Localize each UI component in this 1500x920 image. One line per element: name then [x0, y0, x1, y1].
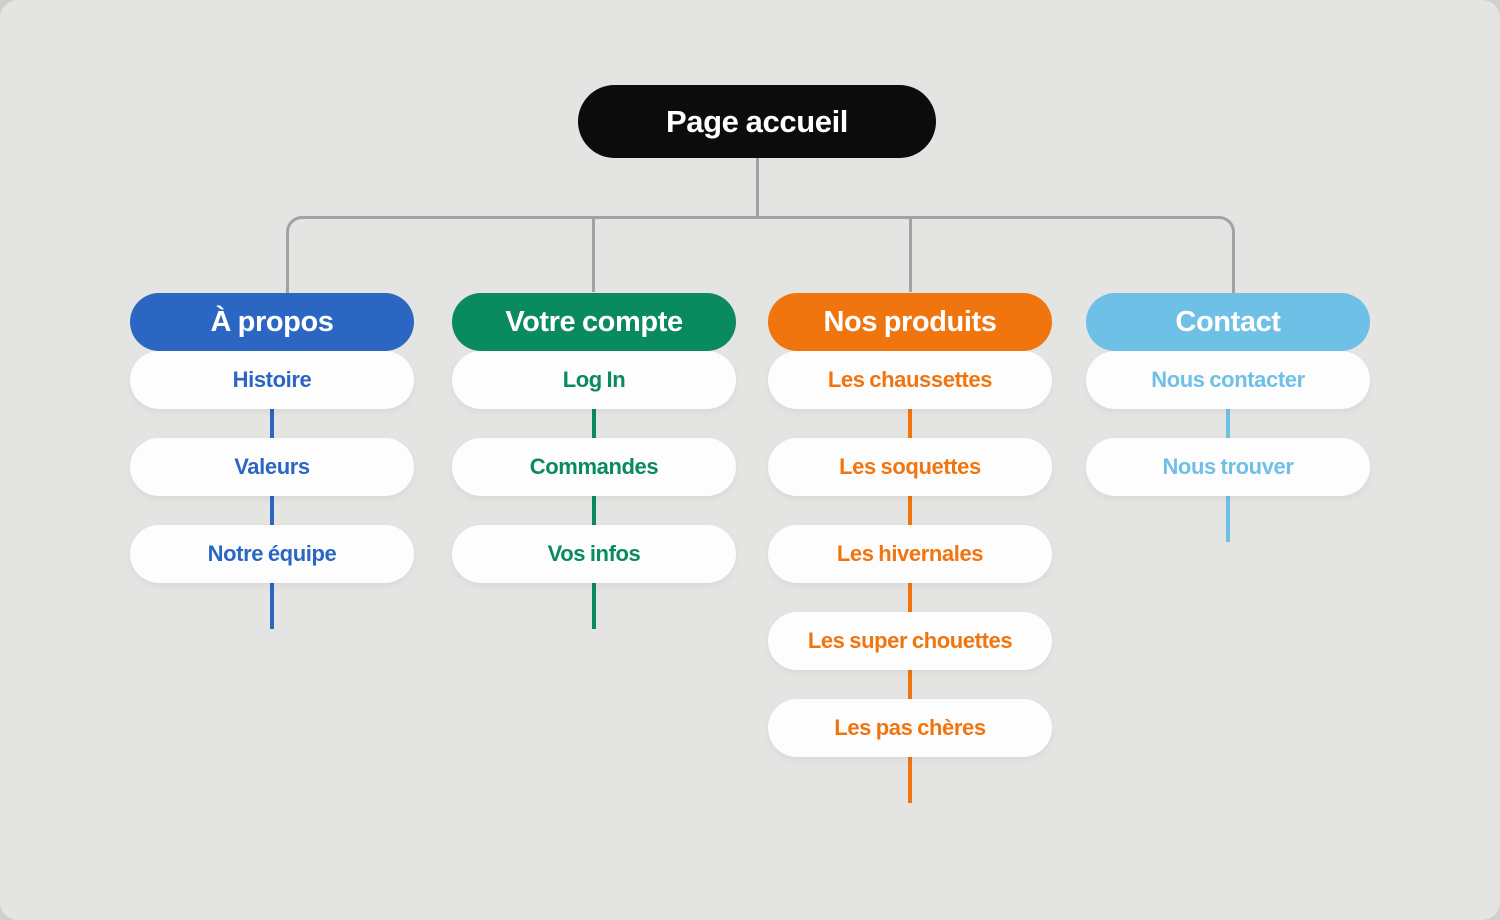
child-node-label: Les chaussettes [827, 367, 993, 392]
child-node-notre-equipe[interactable]: Notre équipe [130, 525, 414, 583]
child-node-valeurs[interactable]: Valeurs [130, 438, 414, 496]
root-node-page-accueil[interactable]: Page accueil [578, 85, 936, 158]
connector-drop-votre-compte [592, 216, 595, 292]
child-node-label: Les soquettes [839, 454, 981, 479]
child-node-les-chaussettes[interactable]: Les chaussettes [768, 351, 1052, 409]
child-node-label: Les pas chères [834, 715, 986, 740]
connector-horizontal-bar [286, 216, 1235, 295]
branch-node-a-propos[interactable]: À propos [130, 293, 414, 351]
branch-node-label: Nos produits [823, 305, 997, 338]
child-node-les-super-chouettes[interactable]: Les super chouettes [768, 612, 1052, 670]
branch-line-contact [1226, 322, 1230, 542]
child-node-nous-contacter[interactable]: Nous contacter [1086, 351, 1370, 409]
branch-node-label: Votre compte [505, 305, 683, 338]
child-node-histoire[interactable]: Histoire [130, 351, 414, 409]
child-node-log-in[interactable]: Log In [452, 351, 736, 409]
child-node-label: Vos infos [547, 541, 641, 566]
branch-node-contact[interactable]: Contact [1086, 293, 1370, 351]
root-node-label: Page accueil [665, 103, 849, 139]
child-node-commandes[interactable]: Commandes [452, 438, 736, 496]
child-node-label: Les hivernales [836, 541, 984, 566]
branch-node-votre-compte[interactable]: Votre compte [452, 293, 736, 351]
child-node-label: Nous contacter [1151, 367, 1305, 392]
child-node-nous-trouver[interactable]: Nous trouver [1086, 438, 1370, 496]
branch-node-nos-produits[interactable]: Nos produits [768, 293, 1052, 351]
child-node-label: Commandes [529, 454, 659, 479]
child-node-label: Valeurs [234, 454, 310, 479]
child-node-label: Les super chouettes [807, 628, 1013, 653]
child-node-label: Log In [562, 367, 626, 392]
child-node-les-pas-cheres[interactable]: Les pas chères [768, 699, 1052, 757]
child-node-label: Nous trouver [1162, 454, 1294, 479]
child-node-vos-infos[interactable]: Vos infos [452, 525, 736, 583]
connector-root-stem [756, 158, 759, 217]
branch-node-label: À propos [210, 305, 334, 338]
child-node-les-soquettes[interactable]: Les soquettes [768, 438, 1052, 496]
connector-drop-nos-produits [909, 216, 912, 292]
child-node-label: Notre équipe [207, 541, 337, 566]
child-node-les-hivernales[interactable]: Les hivernales [768, 525, 1052, 583]
branch-node-label: Contact [1175, 305, 1281, 338]
child-node-label: Histoire [232, 367, 312, 392]
